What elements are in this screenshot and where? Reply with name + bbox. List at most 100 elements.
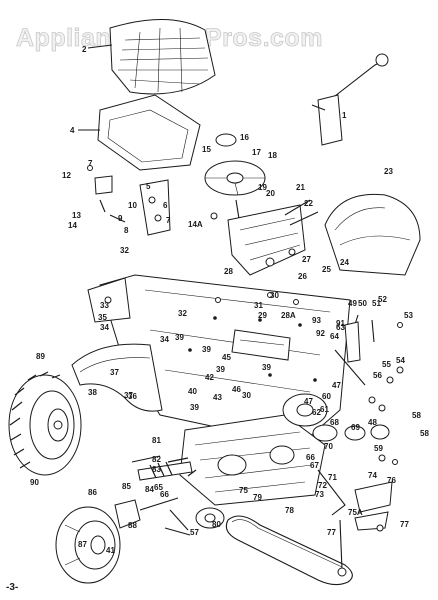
callout-label: 6 <box>163 201 168 210</box>
callout-label: 58 <box>420 429 429 438</box>
callout-label: 14A <box>188 220 203 229</box>
callout-label: 43 <box>213 393 222 402</box>
callout-label: 41 <box>106 546 115 555</box>
callout-label: 25 <box>322 265 331 274</box>
callout-label: 22 <box>304 199 313 208</box>
callout-label: 87 <box>78 540 87 549</box>
callout-label: 61 <box>320 405 329 414</box>
callout-label: 57 <box>190 528 199 537</box>
callout-label: 34 <box>100 323 109 332</box>
callout-label: 23 <box>384 167 393 176</box>
callout-label: 51 <box>372 299 381 308</box>
callout-label: 7 <box>166 216 171 225</box>
callout-label: 39 <box>262 363 271 372</box>
callout-label: 80 <box>212 520 221 529</box>
callout-label: 40 <box>188 387 197 396</box>
callout-label: 71 <box>328 473 337 482</box>
callout-label: 56 <box>373 371 382 380</box>
callout-label: 18 <box>268 151 277 160</box>
steering-column-assembly <box>210 199 319 276</box>
callout-label: 17 <box>252 148 261 157</box>
callout-label: 81 <box>152 436 161 445</box>
seat-pan-part <box>78 94 201 171</box>
callout-label: 47 <box>304 397 313 406</box>
callout-label: 85 <box>122 482 131 491</box>
small-hardware <box>87 165 404 532</box>
callout-label: 24 <box>340 258 349 267</box>
fender-part <box>71 343 163 412</box>
callout-label: 42 <box>205 373 214 382</box>
callout-label: 89 <box>36 352 45 361</box>
callout-label: 30 <box>242 391 251 400</box>
callout-label: 86 <box>88 488 97 497</box>
callout-label: 1 <box>342 111 347 120</box>
callout-label: 10 <box>128 201 137 210</box>
callout-label: 73 <box>315 490 324 499</box>
callout-label: 29 <box>258 311 267 320</box>
callout-label: 39 <box>190 403 199 412</box>
callout-label: 14 <box>68 221 77 230</box>
drive-belt-part <box>225 515 353 586</box>
callout-label: 19 <box>258 183 267 192</box>
callout-label: 2 <box>82 45 87 54</box>
front-wheel-part <box>55 497 179 584</box>
callout-label: 62 <box>312 408 321 417</box>
callout-label: 49 <box>348 299 357 308</box>
grease-gun-part <box>311 53 389 146</box>
seat-bracket-part <box>94 175 171 236</box>
callout-label: 65 <box>154 483 163 492</box>
callout-label: 77 <box>400 520 409 529</box>
callout-label: 37 <box>124 391 133 400</box>
callout-label: 47 <box>332 381 341 390</box>
callout-label: 91 <box>336 319 345 328</box>
callout-label: 77 <box>327 528 336 537</box>
callout-label: 79 <box>253 493 262 502</box>
callout-label: 9 <box>118 214 123 223</box>
brake-linkage-part <box>164 469 347 577</box>
callout-label: 63 <box>336 323 345 332</box>
callout-label: 82 <box>152 455 161 464</box>
steering-wheel-part <box>204 133 266 226</box>
callout-label: 53 <box>404 311 413 320</box>
callout-label: 5 <box>146 182 151 191</box>
callout-label: 75 <box>239 486 248 495</box>
callout-label: 12 <box>62 171 71 180</box>
callout-label: 34 <box>160 335 169 344</box>
callout-label: 21 <box>296 183 305 192</box>
callout-label: 39 <box>216 365 225 374</box>
pulley-part <box>195 424 390 529</box>
callout-label: 20 <box>266 189 275 198</box>
callout-label: 64 <box>330 332 339 341</box>
callout-label: 46 <box>232 385 241 394</box>
callout-label: 55 <box>382 360 391 369</box>
callout-label: 35 <box>98 313 107 322</box>
callout-label: 32 <box>178 309 187 318</box>
callout-label: 36 <box>128 392 137 401</box>
seat-part <box>87 18 216 95</box>
callout-label: 16 <box>240 133 249 142</box>
callout-label: 66 <box>160 490 169 499</box>
callout-label: 76 <box>387 476 396 485</box>
callout-label: 92 <box>316 329 325 338</box>
page-number: -3- <box>6 582 18 593</box>
callout-label: 31 <box>254 301 263 310</box>
callout-label: 15 <box>202 145 211 154</box>
callout-label: 32 <box>120 246 129 255</box>
callout-label: 66 <box>306 453 315 462</box>
callout-label: 90 <box>30 478 39 487</box>
callout-label: 26 <box>298 272 307 281</box>
callout-label: 8 <box>124 226 129 235</box>
callout-label: 39 <box>202 345 211 354</box>
callout-label: 88 <box>128 521 137 530</box>
callout-label: 75A <box>348 508 363 517</box>
callout-label: 28 <box>224 267 233 276</box>
callout-label: 4 <box>70 126 75 135</box>
callout-label: 50 <box>358 299 367 308</box>
callout-label: 39 <box>175 333 184 342</box>
callout-label: 37 <box>110 368 119 377</box>
callout-label: 69 <box>351 423 360 432</box>
callout-label: 38 <box>88 388 97 397</box>
callout-label: 60 <box>322 392 331 401</box>
rear-tire-part <box>8 371 82 476</box>
